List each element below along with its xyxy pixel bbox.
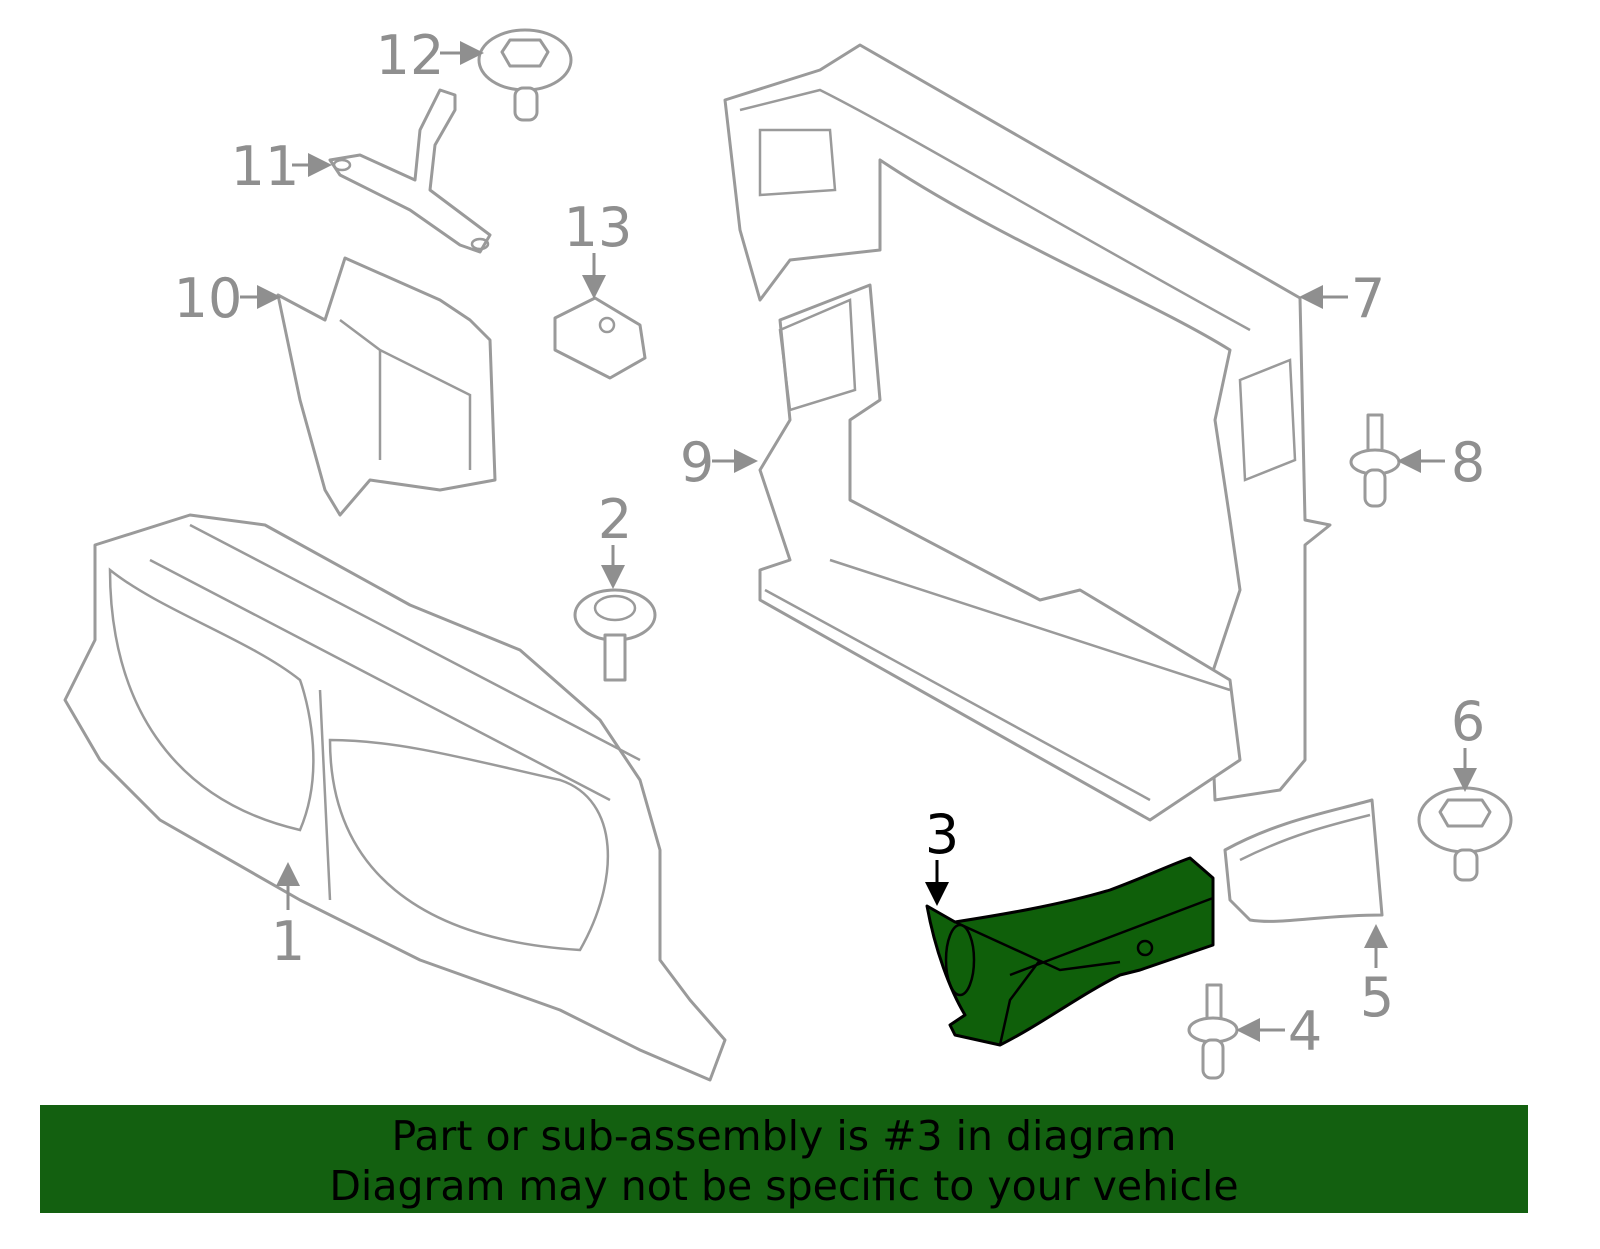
- part-1-grille-carrier[interactable]: [63, 513, 727, 1082]
- callout-3: 3: [925, 803, 959, 906]
- banner-line-1: Part or sub-assembly is #3 in diagram: [391, 1112, 1177, 1160]
- part-13-clip-nut[interactable]: [553, 296, 647, 380]
- svg-text:10: 10: [174, 267, 243, 330]
- svg-text:13: 13: [564, 196, 633, 259]
- callout-7: 7: [1299, 267, 1385, 330]
- callout-6: 6: [1451, 690, 1485, 792]
- info-banner: Part or sub-assembly is #3 in diagram Di…: [40, 1105, 1528, 1213]
- callout-9: 9: [680, 431, 758, 494]
- callout-10: 10: [174, 267, 281, 330]
- callout-2: 2: [598, 488, 632, 589]
- callout-4: 4: [1236, 1000, 1322, 1063]
- callout-1: 1: [271, 862, 305, 973]
- part-12-nut[interactable]: [477, 28, 573, 122]
- callout-5: 5: [1360, 924, 1394, 1029]
- part-6-nut[interactable]: [1417, 786, 1513, 882]
- part-5-deflector[interactable]: [1223, 798, 1384, 923]
- svg-text:1: 1: [271, 910, 305, 973]
- callout-13: 13: [564, 196, 633, 299]
- svg-text:11: 11: [231, 135, 300, 198]
- svg-text:3: 3: [925, 803, 959, 866]
- svg-text:2: 2: [598, 488, 632, 551]
- svg-text:4: 4: [1288, 1000, 1322, 1063]
- part-9-air-duct[interactable]: [758, 283, 1242, 822]
- svg-text:5: 5: [1360, 966, 1394, 1029]
- callout-12: 12: [376, 24, 484, 87]
- svg-text:9: 9: [680, 431, 714, 494]
- part-7-radiator-support[interactable]: [723, 43, 1332, 802]
- banner-line-2: Diagram may not be specific to your vehi…: [329, 1162, 1239, 1210]
- callout-11: 11: [231, 135, 332, 198]
- svg-text:7: 7: [1351, 267, 1385, 330]
- part-3-highlighted-duct[interactable]: [925, 856, 1215, 1047]
- svg-text:8: 8: [1451, 431, 1485, 494]
- svg-text:6: 6: [1451, 690, 1485, 753]
- part-8-rivet[interactable]: [1349, 413, 1401, 508]
- part-10-air-guide[interactable]: [276, 256, 497, 517]
- part-4-rivet[interactable]: [1187, 983, 1239, 1080]
- callout-8: 8: [1397, 431, 1485, 494]
- part-11-bracket[interactable]: [328, 88, 492, 254]
- part-2-clip[interactable]: [573, 588, 657, 682]
- svg-text:12: 12: [376, 24, 445, 87]
